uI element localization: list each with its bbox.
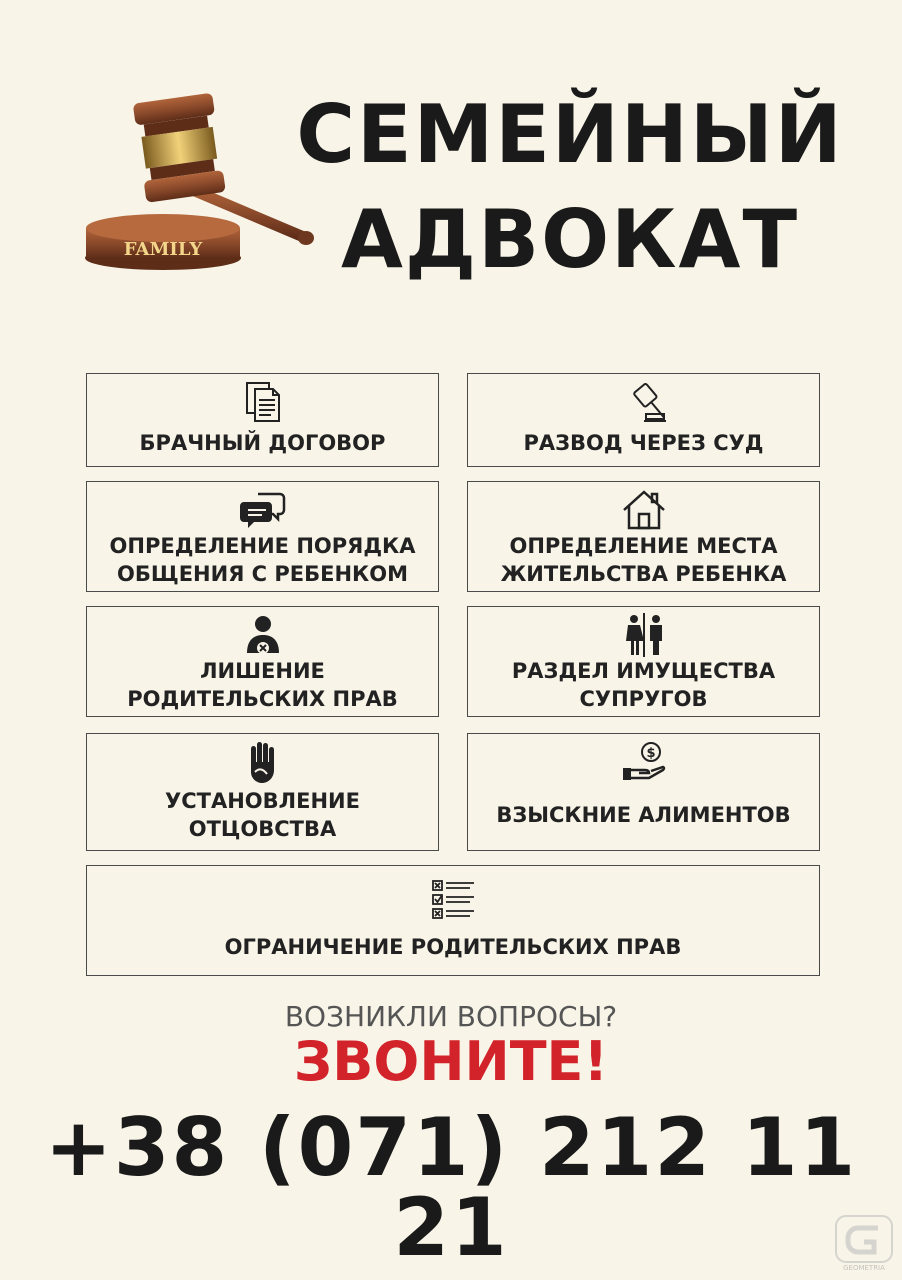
service-label: ОГРАНИЧЕНИЕ РОДИТЕЛЬСКИХ ПРАВ <box>224 934 682 959</box>
watermark-text: GEOMETRIA <box>843 1264 885 1272</box>
title-line-2: АДВОКАТ <box>340 193 800 286</box>
service-divorce-court[interactable]: РАЗВОД ЧЕРЕЗ СУД <box>467 373 820 467</box>
svg-text:$: $ <box>646 746 655 761</box>
house-icon <box>621 488 667 532</box>
service-label: ВЗЫСКНИЕ АЛИМЕНТОВ <box>496 803 791 827</box>
service-label: УСТАНОВЛЕНИЕ ОТЦОВСТВА <box>165 789 360 841</box>
chat-bubbles-icon <box>239 488 286 532</box>
logo-text: FAMILY <box>124 239 204 260</box>
couple-icon <box>622 613 666 657</box>
gavel-logo: FAMILY <box>85 93 314 270</box>
handprint-icon <box>245 740 281 784</box>
geometria-logo-icon: GEOMETRIA <box>835 1215 893 1272</box>
service-marriage-contract[interactable]: БРАЧНЫЙ ДОГОВОР <box>86 373 439 467</box>
person-remove-icon <box>243 613 283 657</box>
document-icon <box>243 380 283 424</box>
service-label: РАЗВОД ЧЕРЕЗ СУД <box>523 431 764 455</box>
service-label: РАЗДЕЛ ИМУЩЕСТВА СУПРУГОВ <box>511 659 776 711</box>
service-label: ЛИШЕНИЕ РОДИТЕЛЬСКИХ ПРАВ <box>127 659 398 711</box>
call-to-action: ЗВОНИТЕ! <box>293 1030 609 1093</box>
phone-number[interactable]: +38 (071) 212 11 21 <box>44 1101 858 1274</box>
service-paternity[interactable]: УСТАНОВЛЕНИЕ ОТЦОВСТВА <box>86 733 439 851</box>
service-property-division[interactable]: РАЗДЕЛ ИМУЩЕСТВА СУПРУГОВ <box>467 606 820 717</box>
title-line-1: СЕМЕЙНЫЙ <box>296 88 844 181</box>
gavel-icon <box>622 380 666 424</box>
service-alimony[interactable]: $ ВЗЫСКНИЕ АЛИМЕНТОВ <box>467 733 820 851</box>
money-hand-icon: $ <box>621 740 667 784</box>
service-restriction-rights[interactable]: ОГРАНИЧЕНИЕ РОДИТЕЛЬСКИХ ПРАВ <box>86 865 820 976</box>
service-child-residence[interactable]: ОПРЕДЕЛЕНИЕ МЕСТА ЖИТЕЛЬСТВА РЕБЕНКА <box>467 481 820 592</box>
service-label: ОПРЕДЕЛЕНИЕ ПОРЯДКА ОБЩЕНИЯ С РЕБЕНКОМ <box>109 534 416 586</box>
service-label: БРАЧНЫЙ ДОГОВОР <box>139 431 386 455</box>
service-communication-order[interactable]: ОПРЕДЕЛЕНИЕ ПОРЯДКА ОБЩЕНИЯ С РЕБЕНКОМ <box>86 481 439 592</box>
service-label: ОПРЕДЕЛЕНИЕ МЕСТА ЖИТЕЛЬСТВА РЕБЕНКА <box>500 534 787 586</box>
question-text: ВОЗНИКЛИ ВОПРОСЫ? <box>284 1000 618 1033</box>
checklist-icon <box>430 878 476 922</box>
service-deprivation-rights[interactable]: ЛИШЕНИЕ РОДИТЕЛЬСКИХ ПРАВ <box>86 606 439 717</box>
